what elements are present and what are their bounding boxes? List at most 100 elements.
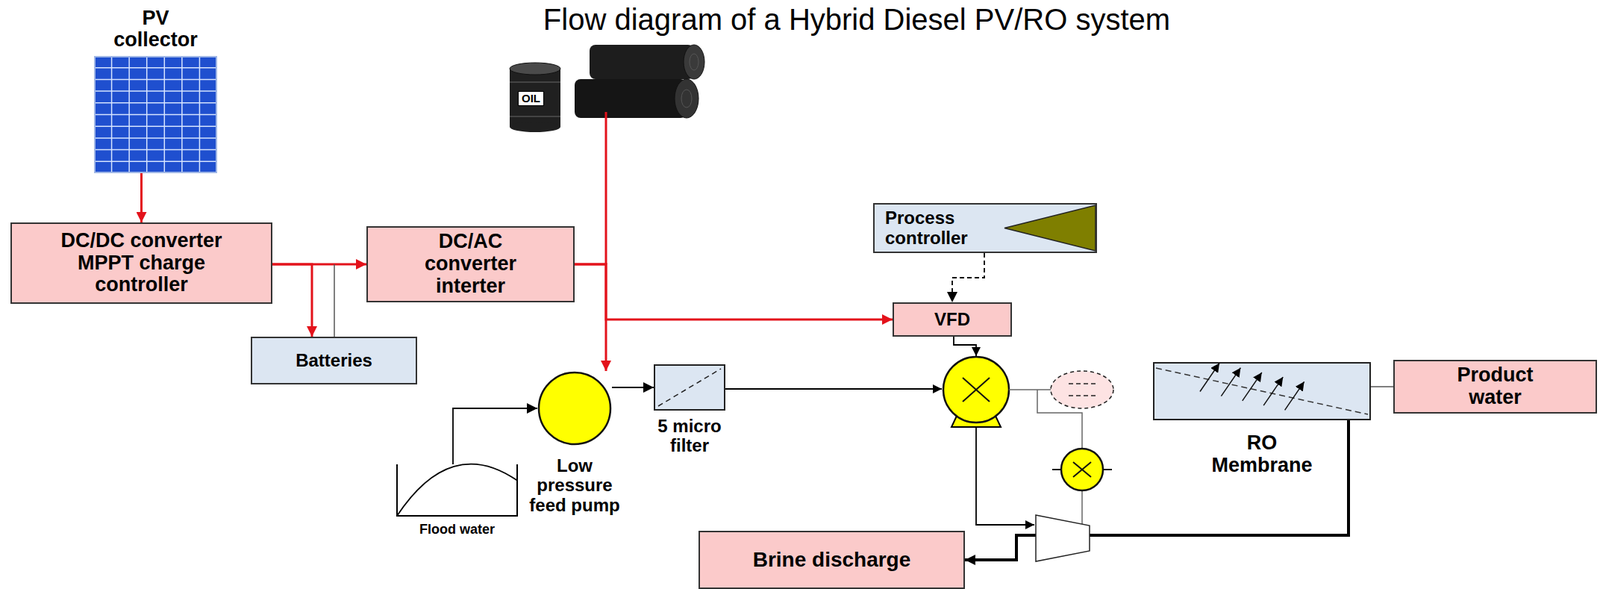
node-text: Product water: [1439, 364, 1552, 409]
node-label: RO Membrane: [1197, 432, 1328, 477]
battery-wire: [333, 264, 336, 337]
pv-collector-shape: [94, 56, 217, 173]
node-text: Process controller: [885, 208, 984, 248]
oil-barrels: [683, 44, 705, 80]
high-pressure-pump: [962, 377, 990, 402]
pump-outlet-pipe: [976, 426, 1035, 525]
pv-collector-shape: [95, 114, 216, 116]
oil-barrels: [689, 53, 699, 71]
pressure-gauge: [1050, 370, 1114, 409]
ro-membrane-shape: [1220, 367, 1241, 397]
ro-membrane-shape: [1155, 367, 1368, 415]
connector: [611, 386, 654, 389]
ro-membrane: RO Membrane: [1152, 361, 1371, 421]
node-label: PV collector: [107, 7, 205, 52]
oil-barrels: [509, 81, 561, 83]
brine-box: Brine discharge: [698, 530, 965, 589]
pressure-gauge: [1050, 370, 1114, 409]
pressure-gauge: [1068, 394, 1096, 397]
oil-barrels: [509, 115, 561, 118]
feed-pipe: [725, 388, 942, 390]
battery-box: Batteries: [250, 336, 418, 385]
pressure-pipe: [1008, 388, 1051, 391]
booster-pump: [1073, 461, 1092, 477]
micro-filter-shape: [658, 368, 721, 406]
node-text: Brine discharge: [752, 548, 912, 572]
pv-collector-shape: [94, 55, 218, 174]
diesel-supply-line: [605, 111, 608, 265]
node-text: Batteries: [295, 350, 373, 371]
node-label: 5 micro filter: [648, 416, 731, 456]
ro-membrane-shape: [1263, 376, 1283, 406]
connector: [574, 264, 606, 371]
feed-pump-shape: [537, 370, 612, 446]
connector: [452, 408, 538, 465]
oil-barrels: [674, 79, 699, 118]
pressure-gauge: [1068, 382, 1096, 385]
oil-barrels: [681, 89, 692, 108]
pv-collector-shape: [95, 161, 216, 163]
pv-collector-shape: [95, 149, 216, 151]
connector: [272, 264, 312, 337]
pv-collector-shape: [95, 90, 216, 92]
connector: [964, 420, 1349, 560]
diagram-title: Flow diagram of a Hybrid Diesel PV/RO sy…: [543, 2, 1171, 37]
pv-collector: PV collector: [94, 55, 218, 174]
ro-membrane-shape: [1285, 381, 1305, 410]
pump-outlet-pipe: [976, 426, 1035, 525]
oil-barrels: [509, 62, 561, 75]
oil-barrels: [509, 68, 561, 127]
barrel-label: OIL: [517, 91, 545, 106]
booster-pump: [1061, 448, 1103, 491]
node-label: Low pressure feed pump: [526, 455, 624, 515]
high-pressure-pump: [962, 377, 990, 402]
pv-collector-shape: [95, 125, 216, 127]
oil-barrels: [509, 121, 561, 133]
converter-box: DC/DC converter MPPT charge controller: [10, 222, 273, 304]
connector: [140, 173, 143, 223]
flood-tank-shape: [397, 464, 518, 516]
micro-filter-shape: [654, 364, 725, 410]
pressure-pipe: [1081, 490, 1083, 524]
ro-membrane-shape: [1242, 372, 1262, 401]
node-text: DC/AC converter interter: [407, 230, 535, 298]
connector: [1370, 385, 1394, 388]
drive-wire: [953, 336, 977, 356]
node-text: VFD: [934, 309, 971, 330]
flood-tank-shape: [397, 464, 518, 516]
pv-collector-shape: [95, 67, 216, 69]
booster-pump: [1073, 461, 1092, 477]
booster-pump: [1052, 448, 1112, 491]
connector: [952, 252, 985, 303]
node-label: Flood water: [375, 522, 540, 538]
battery-wire: [334, 264, 336, 337]
connector: [574, 264, 893, 320]
feed-pump: Low pressure feed pump: [537, 370, 612, 446]
pv-collector-shape: [95, 137, 216, 139]
controller-triangle: [1004, 205, 1096, 251]
product-box: Product water: [1393, 359, 1598, 413]
booster-pump: [1052, 468, 1062, 471]
feed-pump-shape: [538, 372, 611, 445]
vfd-box: VFD: [892, 302, 1012, 337]
micro-filter: 5 micro filter: [653, 364, 726, 411]
feed-pipe: [725, 388, 942, 390]
pv-collector-shape: [95, 79, 216, 81]
controller-box: Process controller: [873, 202, 1098, 253]
ro-membrane-shape: [1153, 362, 1371, 420]
node-text: DC/DC converter MPPT charge controller: [38, 229, 245, 297]
ro-membrane-shape: [1200, 363, 1220, 392]
high-pressure-pump: [943, 356, 1009, 423]
flood-tank: Flood water: [394, 464, 520, 518]
pv-collector-shape: [95, 102, 216, 104]
energy-recovery-device: [1035, 514, 1090, 562]
energy-recovery-device: [1035, 514, 1090, 562]
oil-barrels: [574, 79, 687, 118]
oil-barrels: [589, 44, 695, 80]
micro-filter-shape: [653, 364, 726, 411]
flood-tank-shape: [394, 464, 520, 518]
ro-membrane-shape: [1152, 361, 1371, 421]
controller-triangle: [1003, 204, 1096, 252]
